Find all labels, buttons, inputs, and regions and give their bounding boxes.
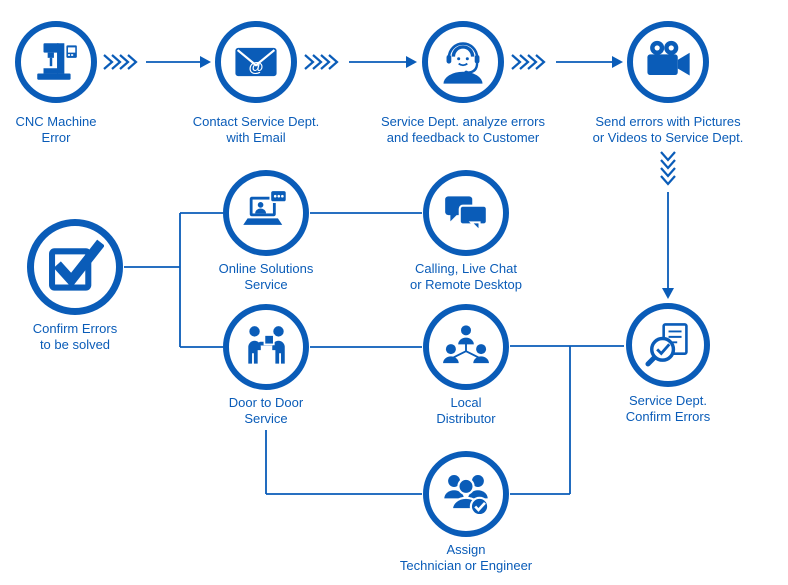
label-online-solutions-service: Online Solutions Service (218, 261, 314, 292)
chat-bubbles-icon (445, 196, 488, 234)
node-assign-technician (423, 451, 509, 537)
node-confirm-errors-solved (27, 219, 123, 315)
video-camera-icon (647, 40, 690, 76)
label-door-to-door-service: Door to Door Service (228, 395, 304, 426)
node-calling-live-chat (423, 170, 509, 256)
label-local-distributor: Local Distributor (436, 395, 496, 426)
node-local-distributor (423, 304, 509, 390)
label-contact-service-email: Contact Service Dept. with Email (192, 114, 320, 145)
label-service-analyze-feedback: Service Dept. analyze errors and feedbac… (380, 114, 545, 145)
node-service-confirm-errors (626, 303, 710, 387)
magnifier-check-icon (645, 323, 688, 367)
label-confirm-errors-solved: Confirm Errors to be solved (32, 321, 118, 352)
node-service-analyze-feedback (422, 21, 504, 103)
label-service-confirm-errors: Service Dept. Confirm Errors (625, 393, 711, 424)
label-cnc-machine-error: CNC Machine Error (15, 114, 97, 145)
label-calling-live-chat: Calling, Live Chat or Remote Desktop (410, 261, 522, 292)
support-agent-icon (443, 42, 483, 84)
cnc-machine-icon (37, 43, 77, 80)
node-cnc-machine-error (15, 21, 97, 103)
people-network-icon (443, 325, 489, 364)
label-send-errors-media: Send errors with Pictures or Videos to S… (592, 114, 744, 145)
team-check-icon (444, 475, 490, 517)
node-contact-service-email: @ (215, 21, 297, 103)
label-assign-technician: Assign Technician or Engineer (399, 542, 533, 573)
svg-text:@: @ (249, 59, 264, 76)
door-to-door-icon (248, 326, 285, 364)
email-icon: @ (235, 47, 277, 77)
online-support-icon (243, 189, 288, 225)
node-send-errors-media (627, 21, 709, 103)
node-door-to-door-service (223, 304, 309, 390)
node-online-solutions-service (223, 170, 309, 256)
checkbox-check-icon (49, 239, 104, 291)
